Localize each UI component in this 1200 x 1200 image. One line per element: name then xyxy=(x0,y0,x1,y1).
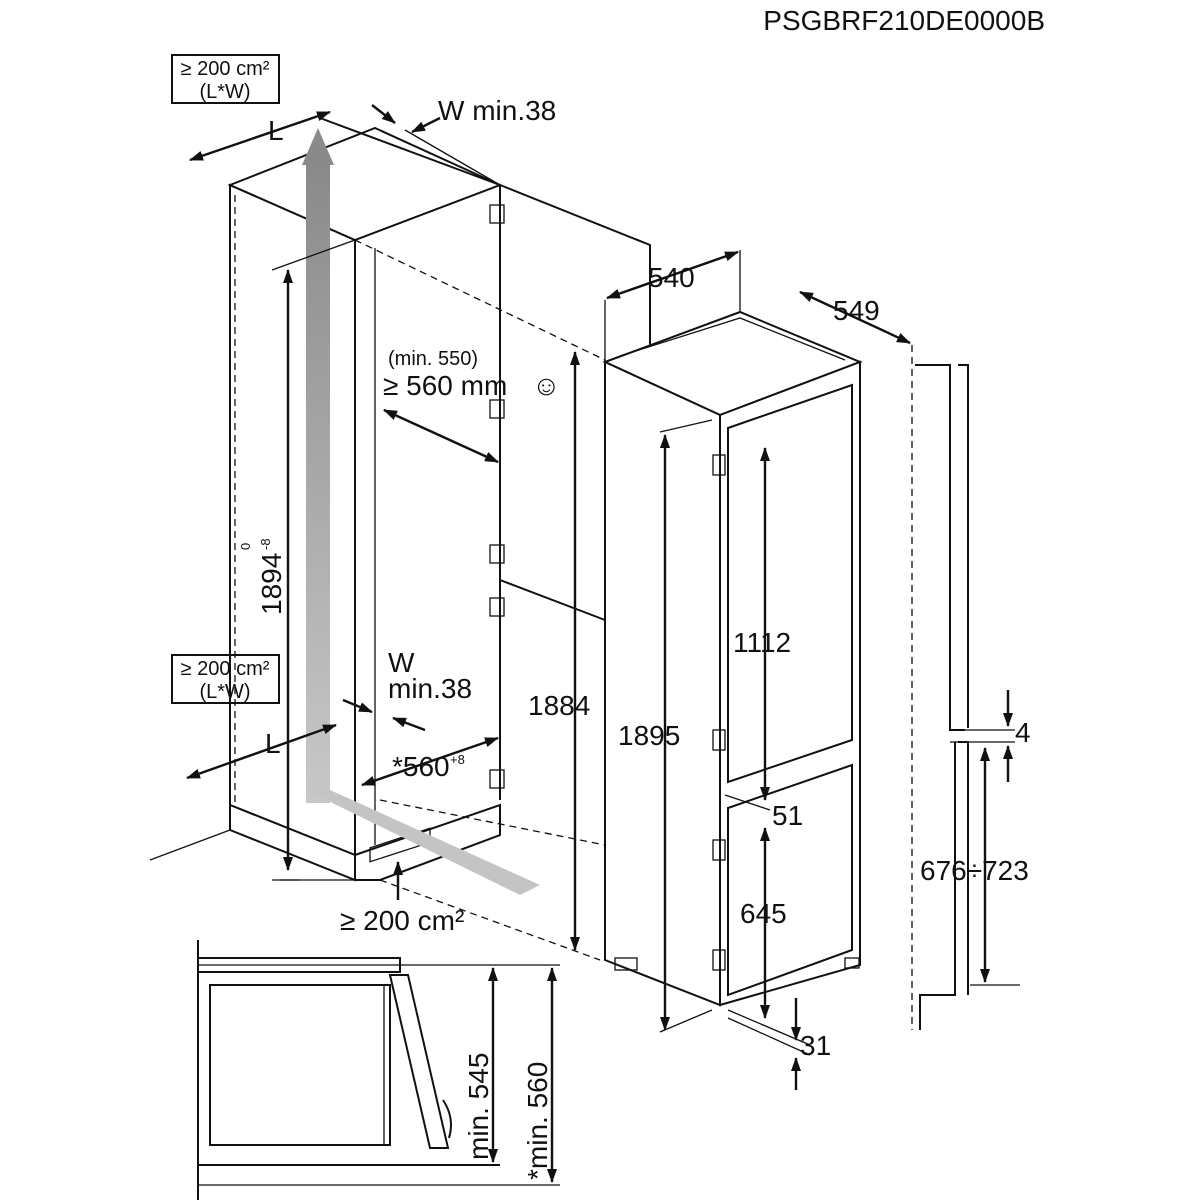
side-min-545-label: min. 545 xyxy=(463,1053,494,1160)
mid-area-sub-label: (L*W) xyxy=(199,681,250,703)
door-range-label: 676÷723 xyxy=(920,855,1029,886)
airflow-arrow xyxy=(302,128,540,895)
height-1895-label: 1895 xyxy=(618,720,680,751)
niche-width-label: *560 xyxy=(392,751,450,782)
niche-height-tol-bottom: -8 xyxy=(258,538,273,550)
smiley-icon: ☺ xyxy=(532,370,561,401)
side-min-560-label: *min. 560 xyxy=(522,1062,553,1180)
niche-width-tol: +8 xyxy=(450,752,465,767)
mid-W-label-line1: W xyxy=(388,647,415,678)
niche-height-label: 1894 xyxy=(256,553,287,615)
niche-depth-dimension: (min. 550) ≥ 560 mm ☺ xyxy=(383,348,561,464)
bottom-ventilation: ≥ 200 cm² xyxy=(340,861,464,936)
mid-L-label: L xyxy=(265,728,281,759)
gap-51-label: 51 xyxy=(772,800,803,831)
upper-door-label: 1112 xyxy=(733,627,791,658)
height-1884-label: 1884 xyxy=(528,690,590,721)
door-profile: 4 676÷723 xyxy=(911,345,1031,1030)
hinge-icons xyxy=(489,204,505,789)
model-code: PSGBRF210DE0000B xyxy=(763,5,1045,36)
width-label: 540 xyxy=(648,262,695,293)
niche-height-tol-top: 0 xyxy=(238,543,253,550)
top-area-label: ≥ 200 cm² xyxy=(181,58,270,80)
mid-ventilation: ≥ 200 cm² (L*W) L W min.38 *560 +8 xyxy=(171,647,499,787)
appliance: 540 549 1884 1895 1112 51 645 31 xyxy=(528,250,911,1090)
top-area-sub-label: (L*W) xyxy=(199,81,250,103)
depth-main-label: ≥ 560 mm xyxy=(383,370,507,401)
gap-4-label: 4 xyxy=(1015,717,1031,748)
depth-label: 549 xyxy=(833,295,880,326)
mid-area-label: ≥ 200 cm² xyxy=(181,658,270,680)
side-view: min. 545 *min. 560 xyxy=(197,940,560,1200)
mid-W-label-line2: min.38 xyxy=(388,673,472,704)
top-L-label: L xyxy=(268,115,284,146)
top-ventilation: ≥ 200 cm² (L*W) L W min.38 xyxy=(171,54,556,162)
bottom-31-label: 31 xyxy=(800,1030,831,1061)
top-W-label: W min.38 xyxy=(438,95,556,126)
lower-door-label: 645 xyxy=(740,898,787,929)
depth-min-note: (min. 550) xyxy=(388,348,478,370)
bottom-area-label: ≥ 200 cm² xyxy=(340,905,464,936)
